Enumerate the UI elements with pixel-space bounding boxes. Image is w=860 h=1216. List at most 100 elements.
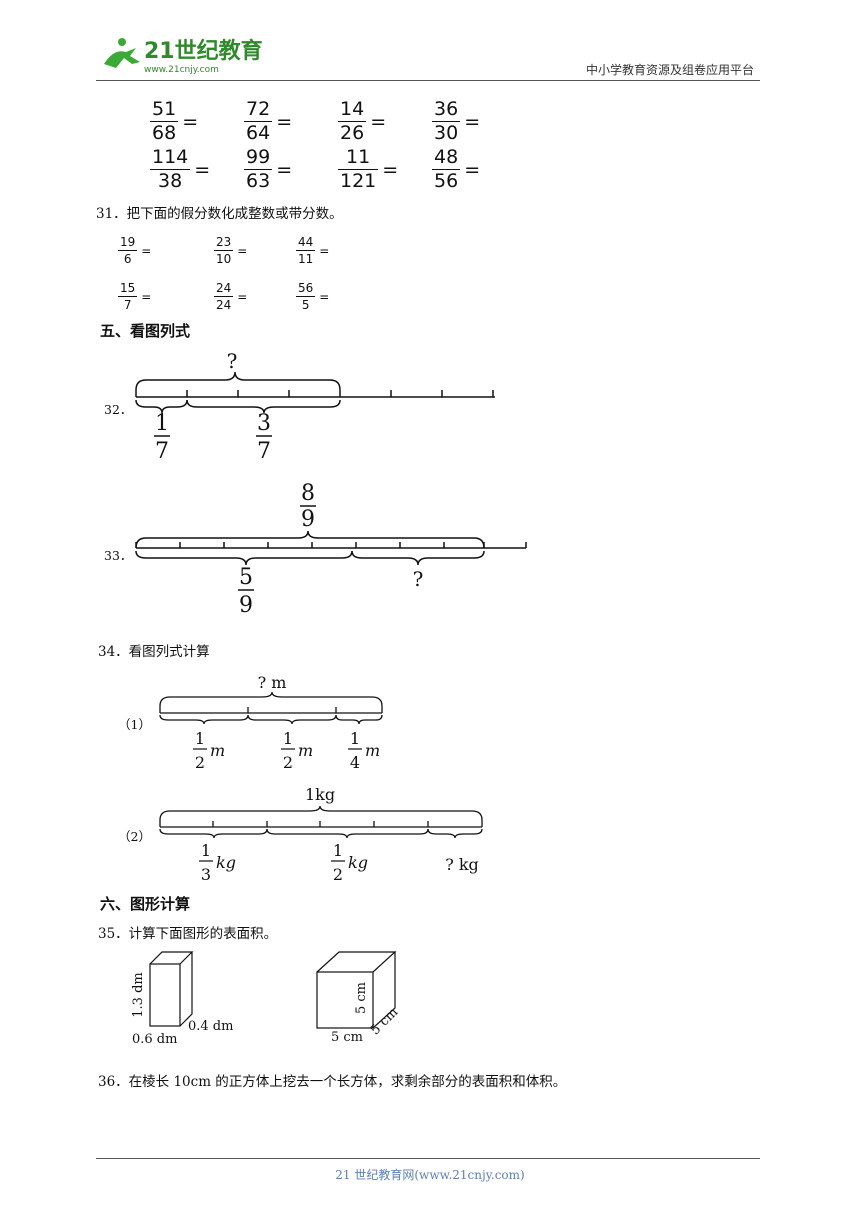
fraction-bar (296, 296, 316, 297)
numerator: 48 (434, 146, 459, 168)
q32-b-num: 3 (257, 411, 271, 436)
numerator: 1 (333, 841, 343, 860)
q32-label: 32． (104, 402, 133, 417)
q33-brace-a (135, 550, 353, 566)
unit: kg (216, 853, 236, 872)
footer-text: 21 世纪教育网(www.21cnjy.com) (335, 1168, 525, 1182)
equals-sign: = (276, 110, 293, 133)
q35-cube-height: 5 cm (354, 982, 369, 1014)
equals-sign: = (464, 158, 481, 181)
q33-a-num: 5 (239, 565, 253, 590)
fraction-bar (296, 250, 316, 251)
fraction-bar (244, 121, 273, 122)
unit: m (298, 741, 313, 760)
denominator: 4 (350, 753, 360, 772)
denominator: 2 (195, 753, 205, 772)
numerator: 1 (195, 729, 205, 748)
fraction-bar (214, 250, 234, 251)
denominator: 2 (283, 753, 293, 772)
q35-cube-width: 5 cm (331, 1030, 363, 1045)
denominator: 63 (246, 170, 271, 192)
fraction-bar (338, 169, 379, 170)
numerator: 51 (152, 98, 177, 120)
denominator: 2 (333, 865, 343, 884)
q33-brace-b (351, 550, 485, 566)
q35-cuboid-depth: 0.4 dm (188, 1019, 233, 1034)
numerator: 44 (298, 235, 314, 249)
q33-top-brace (135, 530, 485, 549)
logo-text: 21世纪教育 (144, 38, 263, 64)
q32-diagram: ? 1 7 3 7 (135, 350, 495, 464)
numerator: 72 (246, 98, 271, 120)
denominator: 5 (301, 298, 310, 312)
q34-p2-top-label: 1kg (305, 785, 335, 804)
fraction-bar (432, 169, 461, 170)
q34-p2-question: ? kg (445, 855, 479, 874)
denominator: 64 (246, 122, 271, 144)
q32-a-den: 7 (155, 439, 169, 464)
fraction-bar (118, 250, 138, 251)
logo-url: www.21cnjy.com (144, 65, 219, 75)
denominator: 68 (152, 122, 177, 144)
q32-a-num: 1 (155, 411, 169, 436)
fraction-bar (214, 296, 234, 297)
numerator: 11 (346, 146, 371, 168)
equals-sign: = (382, 158, 399, 181)
equals-sign: = (464, 110, 481, 133)
q35-cuboid: 1.3 dm 0.4 dm 0.6 dm (131, 951, 233, 1047)
denominator: 3 (201, 865, 211, 884)
numerator: 1 (201, 841, 211, 860)
q34-p1-label: （1） (118, 717, 151, 732)
section-5-title: 五、看图列式 (100, 322, 191, 340)
fraction-bar (118, 296, 138, 297)
equals-sign: = (319, 243, 330, 258)
unit: kg (348, 853, 368, 872)
header-platform-text: 中小学教育资源及组卷应用平台 (585, 63, 754, 77)
numerator: 19 (120, 235, 136, 249)
q34-text: 34．看图列式计算 (98, 644, 210, 660)
fraction-bar (150, 169, 191, 170)
q32-b-den: 7 (257, 439, 271, 464)
numerator: 99 (246, 146, 271, 168)
denominator: 26 (340, 122, 365, 144)
numerator: 56 (298, 281, 314, 295)
q33-diagram: 8 9 5 9 ? (135, 481, 527, 618)
q32-ticks (135, 390, 494, 397)
denominator: 6 (123, 252, 132, 266)
fraction-bar (244, 169, 273, 170)
numerator: 15 (120, 281, 136, 295)
q33-b-label: ? (413, 567, 424, 591)
q32-top-label: ? (227, 350, 238, 373)
fraction-bar (150, 121, 179, 122)
numerator: 23 (216, 235, 232, 249)
denominator: 24 (216, 298, 232, 312)
q33-a-den: 9 (239, 593, 253, 618)
equals-sign: = (237, 289, 248, 304)
equals-sign: = (237, 243, 248, 258)
numerator: 114 (152, 146, 189, 168)
q33-top-den: 9 (301, 507, 315, 532)
q34-p1-fraction-1: 1 2m (193, 729, 225, 772)
numerator: 14 (340, 98, 365, 120)
q34-p2-diagram: 1kg 1 3 kg 1 2 kg ? kg (159, 785, 483, 884)
q32-brace-b (186, 399, 341, 414)
q36-text: 36．在棱长 10cm 的正方体上挖去一个长方体，求剩余部分的表面积和体积。 (98, 1074, 567, 1090)
header-divider (96, 80, 760, 81)
q32-brace-a (135, 399, 188, 414)
site-logo: 21世纪教育 www.21cnjy.com (96, 34, 266, 78)
q34-p1-fraction-3: 14m (348, 729, 380, 772)
unit: m (210, 741, 225, 760)
